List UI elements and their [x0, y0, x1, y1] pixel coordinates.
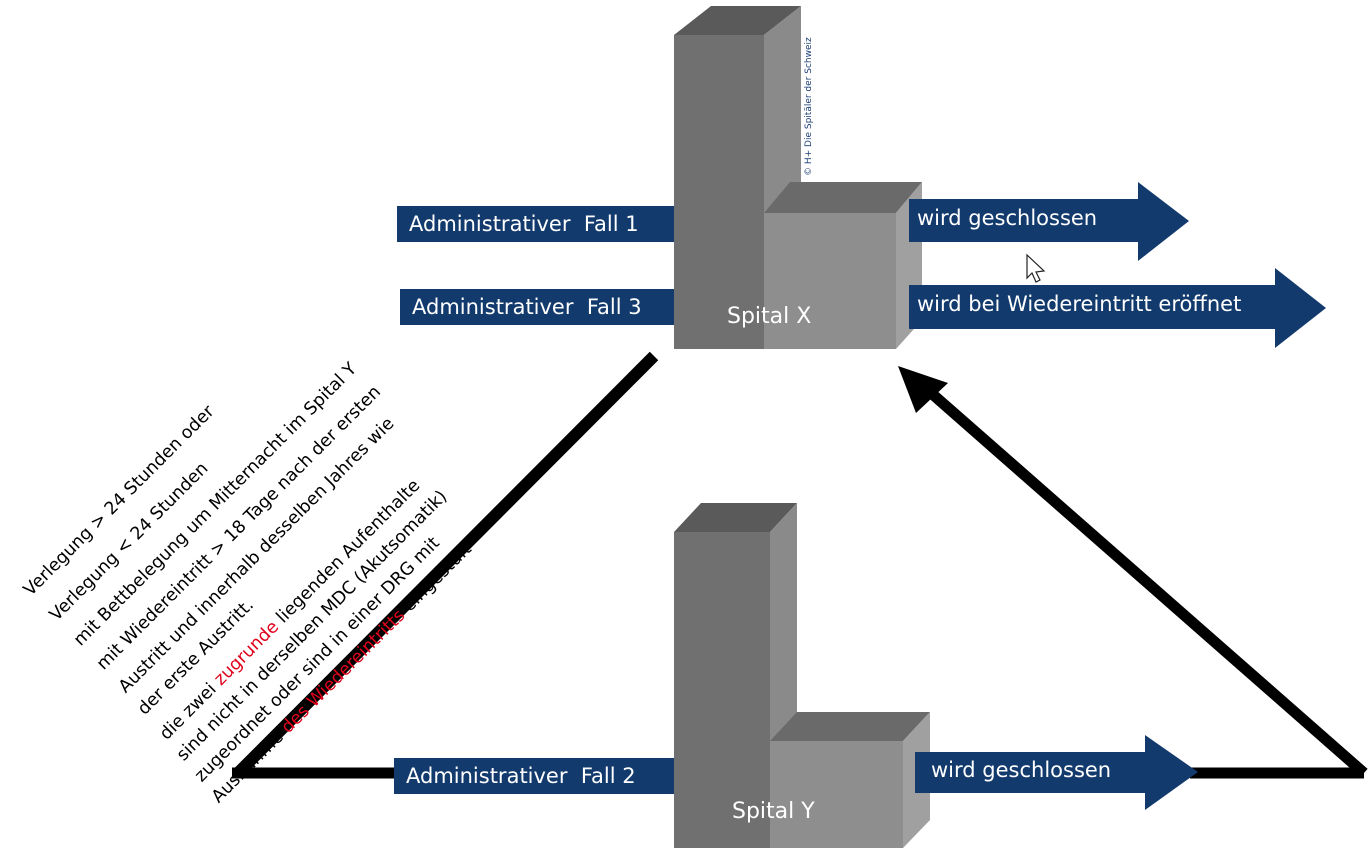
flow-lines [232, 351, 1368, 779]
spital-x-tall-top [674, 6, 801, 35]
spital-y-tall-top [674, 503, 797, 532]
arrow-closed-y [915, 735, 1198, 810]
arrow-closed-x [909, 182, 1189, 261]
spital-y-block [674, 503, 930, 848]
outcome-reopened-x-label: wird bei Wiedereintritt eröffnet [917, 292, 1242, 316]
mouse-cursor-icon [1026, 253, 1046, 283]
outcome-closed-x-label: wird geschlossen [917, 206, 1098, 230]
spital-y-label: Spital Y [732, 799, 815, 824]
arrow-reopened-x [909, 268, 1326, 348]
line-x-to-bottom-left [233, 351, 659, 778]
return-arrow-head [898, 366, 948, 413]
outcome-arrows [909, 182, 1326, 810]
spital-y-short-top [770, 712, 930, 741]
copyright-text: © H+ Die Spitäler der Schweiz [804, 37, 814, 176]
case-fall-2-label: Administrativer Fall 2 [394, 758, 674, 794]
outcome-closed-y-label: wird geschlossen [931, 758, 1112, 782]
spital-y-short-front [770, 741, 903, 848]
spital-x-short-front [764, 213, 896, 349]
line-right-corner-up [926, 387, 1368, 778]
spital-x-tall-front [674, 35, 764, 349]
spital-y-tall-front [674, 532, 770, 848]
case-fall-3-label: Administrativer Fall 3 [400, 289, 674, 325]
spital-x-label: Spital X [727, 304, 812, 329]
case-fall-1-label: Administrativer Fall 1 [397, 206, 674, 242]
spital-x-short-top [764, 182, 922, 213]
spital-x-block [674, 6, 922, 349]
